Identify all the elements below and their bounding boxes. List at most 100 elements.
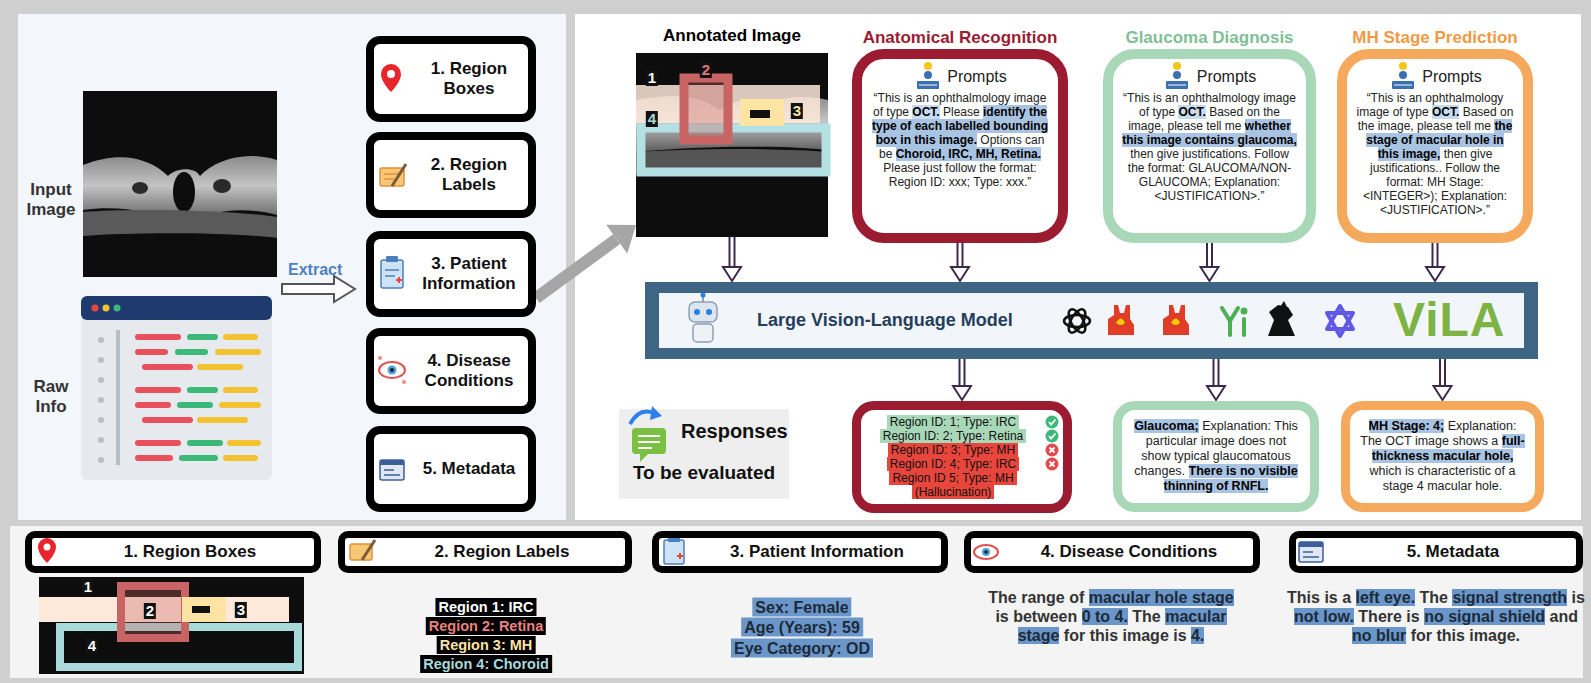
annotated-oct-image [684,78,728,140]
model-logos [1243,310,1246,313]
patient-field: Eye Category: OD [731,639,873,658]
raw-info-icon [138,349,165,355]
prompt-box: Prompts “This is an ophthalmology image o… [1103,49,1316,243]
raw-info-icon [182,455,215,461]
text-run: There is [1354,608,1424,625]
header-icons [982,548,990,556]
region-label: Region 1: IRC [435,598,536,616]
model-logos [1268,301,1295,336]
node-text: To be evaluated [619,461,789,484]
extract-arrow [282,276,355,302]
response-box: Glaucoma; Explanation: This particular i… [1113,401,1319,512]
text-run: is [1567,589,1585,606]
box-fill [619,409,789,499]
model-arrow [960,243,961,267]
highlighted-phrase: Choroid, IRC, MH, Retina. [896,147,1041,161]
header-icons [984,550,988,554]
raw-info-icon [190,440,220,446]
box-fill [366,36,536,122]
raw-info-icon [138,387,178,393]
text-stack: 3. Patient Information [697,542,937,562]
step-box: 5. Metadata [366,426,536,512]
prompt-icons [1399,71,1407,79]
prompt-icons [924,71,932,79]
arrow-shaft [536,239,617,298]
node-title: 2. Region Labels [434,542,569,562]
raw-info-icon [222,402,258,408]
annotated-oct-image [636,53,828,237]
connector-layer [536,237,1443,386]
side-label: Raw Info [20,377,82,417]
prompt-box: Prompts“This is an ophthalmology image o… [1337,49,1533,243]
left-box-icons [385,275,395,277]
header-icons [974,545,998,559]
step-box: 1. Region Boxes [366,36,536,122]
text-stack: 4. Disease Conditions [414,351,524,390]
left-box-icons [381,64,401,92]
header-icons [1303,551,1313,553]
node-text: Prompts [913,67,1007,86]
callout-number: 1 [82,579,94,595]
text-stack: 2. Region Labels [383,542,621,562]
text-stack: 2. Region Labels [414,155,524,194]
highlighted-phrase: OCT. [1432,105,1459,119]
node-text: Region ID: 2; Type: Retina [880,429,1027,443]
input-oct-image [213,179,231,193]
bottom-panel [10,526,1583,678]
left-box-icons [384,178,394,180]
raw-info-icon [226,334,255,340]
text-run: The range of [988,589,1088,606]
arrow-shaft [1213,359,1220,386]
check-icon [1046,416,1059,429]
raw-info-icon [81,296,272,480]
text-run: Please just follow the format: Region ID… [883,161,1036,189]
node-title: 3. Patient Information [414,254,524,293]
model-logos [1116,319,1125,326]
node-title: Large Vision-Language Model [757,309,1013,331]
prompt-icons [924,62,932,70]
raw-info-icon [230,440,258,446]
text-stack: Region ID: 1; Type: IRCRegion ID: 2; Typ… [865,415,1041,499]
node-title: Responses [681,419,788,443]
left-box-icons [381,260,403,288]
callout-number: 4 [646,111,658,127]
raw-info-icon [114,305,121,312]
text-stack: Prompts “This is an ophthalmology image o… [1121,65,1298,203]
text-run: The [1128,608,1165,625]
model-arrow [962,359,963,386]
node-title: 2. Region Labels [414,155,524,194]
callout-number: 4 [86,638,98,654]
node-title: 5. Metadata [423,459,516,479]
left-box-icons [384,173,398,175]
raw-info-icon [145,417,190,423]
highlighted-phrase: Glaucoma; [1134,419,1199,433]
prompt-icons [917,62,939,89]
cross-icon [1046,444,1059,457]
arrow-core [1208,243,1211,266]
box-fill [1103,49,1316,243]
node-text: Prompts [1163,67,1257,86]
raw-info-icon [103,305,110,312]
text-run: then give justifications. Follow the for… [1128,147,1291,203]
raw-info-icon [98,337,104,463]
responses-icon [640,454,648,462]
response-tag: Responses To be evaluated [619,409,789,499]
verdict-icons [1046,416,1059,471]
callout-number: 1 [646,70,658,86]
text-run: and [1545,608,1578,625]
node-text: “This is an ophthalmology image of type … [1121,91,1298,203]
box-fill [366,132,536,218]
header-icons [362,540,375,560]
prompt-icons [917,81,939,89]
patient-field: Sex: Female [752,598,851,617]
raw-info-icon [190,334,215,340]
prompt-icons [919,85,937,86]
raw-info-icon [98,377,104,383]
model-logos [1163,305,1189,335]
left-box-icons [386,256,398,262]
text-stack: 3. Patient Information [414,254,524,293]
input-oct-image [83,91,277,277]
text-stack: Prompts“This is an ophthalmology image o… [1355,65,1515,217]
section-header: 1. Region Boxes [25,531,321,573]
arrow-core [959,243,962,266]
